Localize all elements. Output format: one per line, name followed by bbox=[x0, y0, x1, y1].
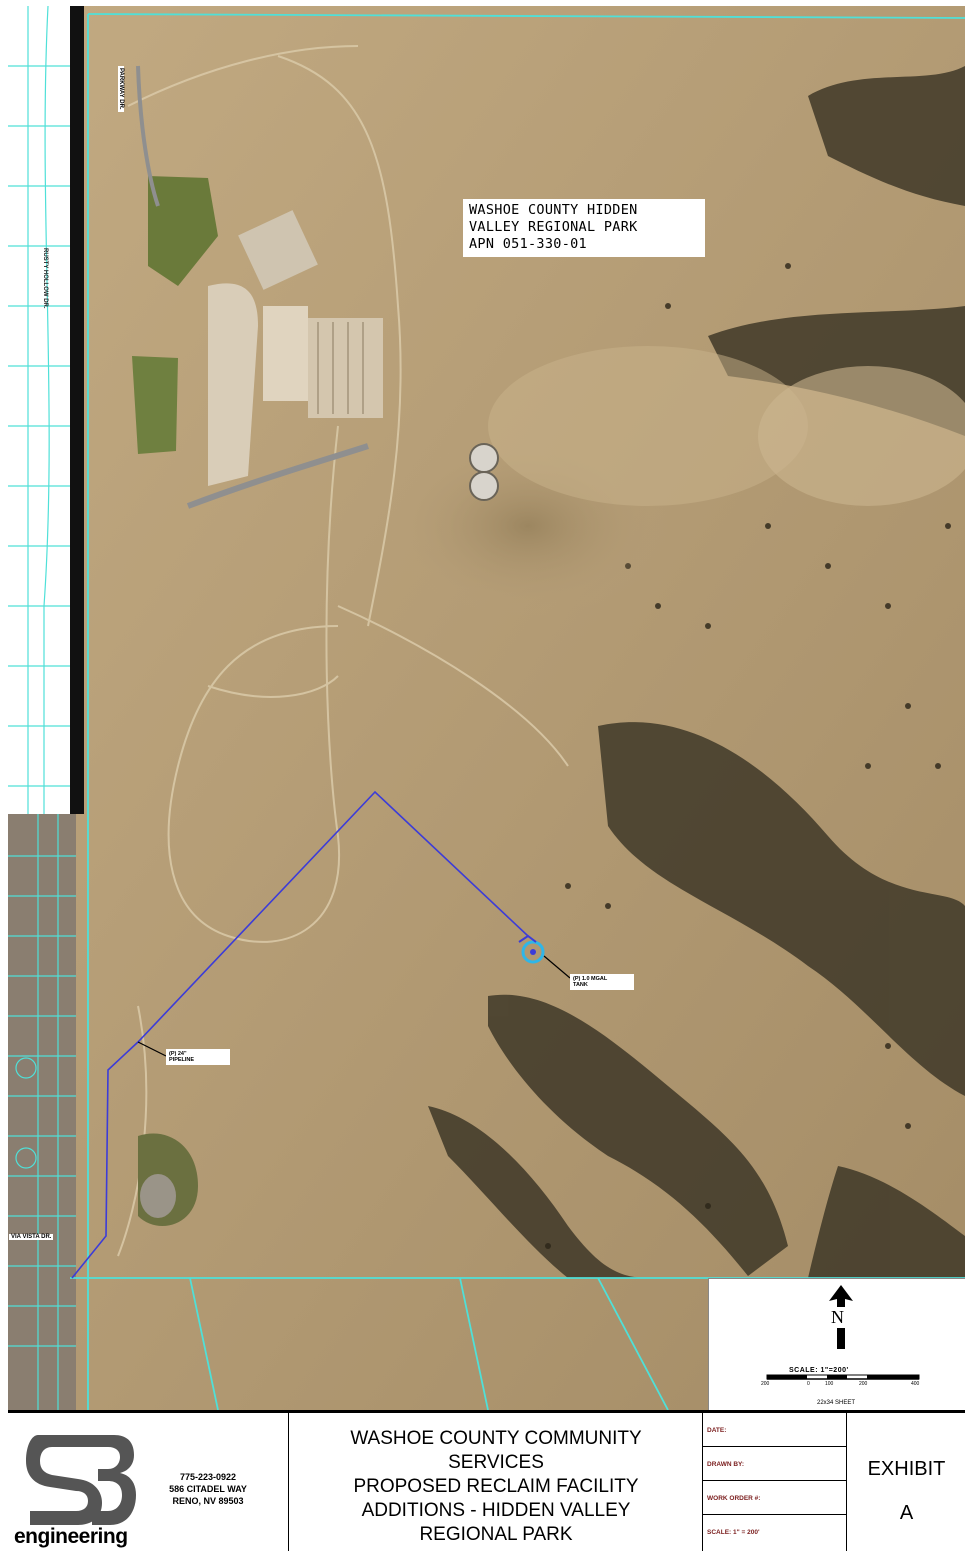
project-title-line: WASHOE COUNTY COMMUNITY bbox=[350, 1428, 642, 1449]
street-label-parkway: PARKWAY DR. bbox=[118, 66, 124, 112]
exhibit-letter: A bbox=[899, 1502, 914, 1524]
project-title-line: SERVICES bbox=[448, 1452, 544, 1473]
exhibit-label: EXHIBIT bbox=[867, 1458, 946, 1480]
park-parcel-label: WASHOE COUNTY HIDDEN VALLEY REGIONAL PAR… bbox=[463, 199, 705, 257]
contact-info: 775-223-0922 586 CITADEL WAY RENO, NV 89… bbox=[148, 1471, 268, 1507]
pipeline-label: (P) 24" PIPELINE bbox=[166, 1049, 230, 1065]
existing-tanks bbox=[469, 443, 499, 501]
subdivision-area bbox=[8, 6, 70, 814]
scale-field: SCALE: 1" = 200' bbox=[703, 1515, 846, 1549]
sheet-size-text: 22x34 SHEET bbox=[817, 1400, 856, 1406]
project-title-line: REGIONAL PARK bbox=[419, 1524, 573, 1545]
drawn-by-label: DRAWN BY: bbox=[707, 1461, 745, 1468]
park-facilities bbox=[132, 65, 383, 1226]
contact-address-line-1: 586 CITADEL WAY bbox=[169, 1484, 247, 1494]
title-block: engineering 775-223-0922 586 CITADEL WAY… bbox=[8, 1410, 965, 1551]
pipeline-label-line-2: PIPELINE bbox=[169, 1057, 195, 1063]
scale-tick: 200 bbox=[761, 1381, 770, 1387]
work-order-label: WORK ORDER #: bbox=[707, 1495, 761, 1502]
north-arrow-icon bbox=[766, 1285, 920, 1380]
aerial-map[interactable]: WASHOE COUNTY HIDDEN VALLEY REGIONAL PAR… bbox=[8, 6, 965, 1410]
park-label-line-3: APN 051-330-01 bbox=[469, 236, 587, 252]
logo-text: engineering bbox=[14, 1525, 128, 1548]
date-label: DATE: bbox=[707, 1427, 727, 1434]
north-arrow-scale-box: N SCALE: 1"=200' 200 0 100 200 400 22x34… bbox=[708, 1278, 965, 1410]
project-title: WASHOE COUNTY COMMUNITY SERVICES PROPOSE… bbox=[291, 1427, 701, 1547]
park-label-line-2: VALLEY REGIONAL PARK bbox=[469, 219, 638, 235]
scale-tick: 0 bbox=[807, 1381, 810, 1387]
scale-text: SCALE: 1"=200' bbox=[789, 1367, 849, 1374]
project-title-line: ADDITIONS - HIDDEN VALLEY bbox=[361, 1500, 631, 1521]
scale-tick: 200 bbox=[859, 1381, 868, 1387]
sb-engineering-logo-icon bbox=[26, 1435, 136, 1525]
scale-tick: 400 bbox=[911, 1381, 920, 1387]
tank-label-line-1: (P) 1.0 MGAL bbox=[573, 976, 608, 982]
tank-label-line-2: TANK bbox=[573, 982, 588, 988]
exhibit-block: EXHIBIT A bbox=[848, 1447, 965, 1535]
contact-address-line-2: RENO, NV 89503 bbox=[172, 1496, 244, 1506]
street-label-rusty-hollow: RUSTY HOLLOW DR. bbox=[42, 248, 48, 309]
scale-label: SCALE: 1" = 200' bbox=[707, 1529, 760, 1536]
project-title-line: PROPOSED RECLAIM FACILITY bbox=[353, 1476, 639, 1497]
park-label-line-1: WASHOE COUNTY HIDDEN bbox=[469, 202, 638, 218]
tank-label: (P) 1.0 MGAL TANK bbox=[570, 974, 634, 990]
scale-tick: 100 bbox=[825, 1381, 834, 1387]
north-label: N bbox=[829, 1307, 846, 1328]
street-label-via-vista: VIA VISTA DR. bbox=[9, 1234, 54, 1240]
proposed-pipeline bbox=[71, 790, 529, 1279]
proposed-tank bbox=[518, 934, 545, 964]
work-order-field: WORK ORDER #: bbox=[703, 1481, 846, 1515]
pipeline-label-line-1: (P) 24" bbox=[169, 1051, 187, 1057]
drawn-by-field: DRAWN BY: bbox=[703, 1447, 846, 1481]
date-field: DATE: bbox=[703, 1413, 846, 1447]
contact-phone: 775-223-0922 bbox=[179, 1472, 237, 1482]
